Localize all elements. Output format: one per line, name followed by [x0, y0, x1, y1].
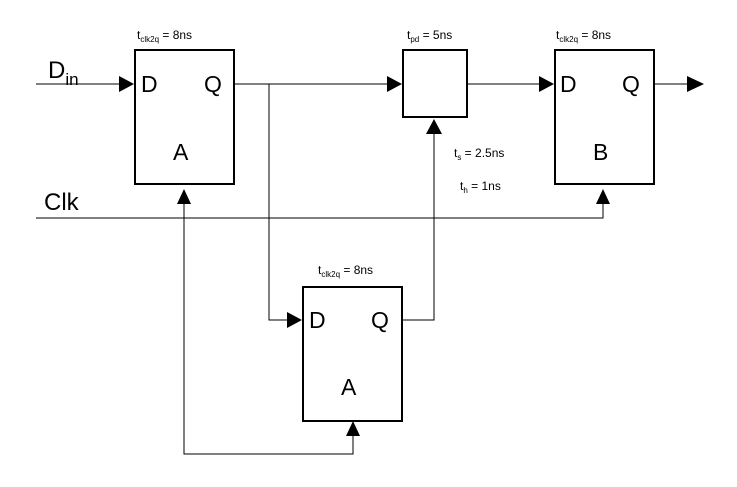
bottom-ff-pin-d: D: [309, 307, 326, 333]
ffa-pin-q: Q: [204, 71, 222, 97]
arrowhead-logic-bottom: [426, 119, 442, 134]
arrowhead-bottom-ff-clk: [346, 421, 360, 436]
din-label: Din: [48, 57, 79, 89]
ffa-clk2q-label: tclk2q = 8ns: [137, 28, 192, 44]
arrowhead-ffb-clk: [596, 189, 610, 204]
arrowhead-output: [687, 76, 704, 92]
ffa-pin-d: D: [141, 71, 158, 97]
bottom-ff-q-to-logic-wire: [402, 132, 435, 321]
ffb-name: B: [593, 139, 608, 165]
flipflop-top-b: [554, 49, 655, 185]
arrowhead-ffa-clk: [177, 189, 191, 204]
ffa-clock-loop-wire: [183, 204, 354, 455]
hold-time-label: th = 1ns: [460, 179, 501, 195]
bottom-ff-pin-q: Q: [371, 307, 389, 333]
ffb-pin-d: D: [560, 71, 577, 97]
flipflop-bottom-a: [302, 286, 403, 422]
clk-wire: [36, 204, 604, 219]
setup-time-label: ts = 2.5ns: [454, 146, 504, 162]
arrowhead-ffb-d: [539, 76, 554, 92]
clk-label: Clk: [44, 189, 80, 216]
ffb-clk2q-label: tclk2q = 8ns: [556, 28, 611, 44]
logic-tpd-label: tpd = 5ns: [407, 28, 452, 44]
ffb-pin-q: Q: [622, 71, 640, 97]
ffa-name: A: [173, 139, 189, 165]
logic-block: [402, 49, 468, 118]
arrowhead-bottom-ff-d: [287, 312, 302, 328]
bottom-ff-clk2q-label: tclk2q = 8ns: [318, 263, 373, 279]
bottom-ff-name: A: [341, 374, 357, 400]
arrowhead-logic-in: [387, 76, 402, 92]
flipflop-top-a: [134, 49, 235, 185]
arrowhead-din: [119, 76, 134, 92]
branch-to-bottom-ff-wire: [268, 84, 288, 321]
